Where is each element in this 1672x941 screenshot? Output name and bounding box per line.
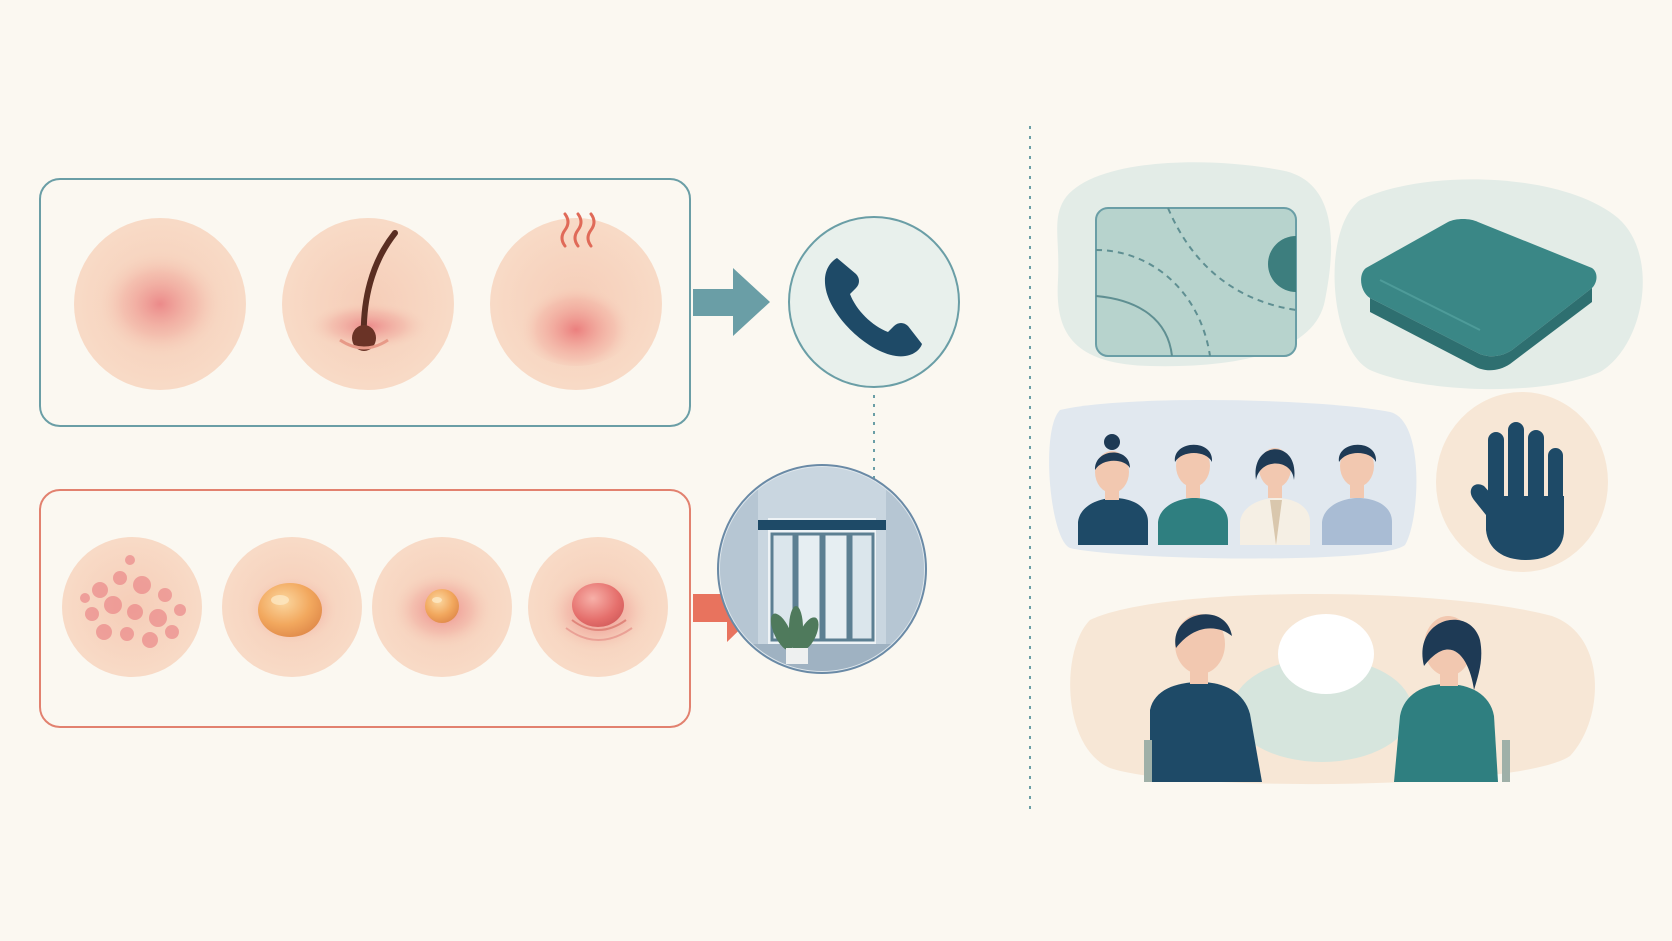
- phone-icon: [824, 258, 922, 357]
- top-symptom-group: [39, 178, 960, 480]
- folded-towel-icon: [1361, 219, 1597, 371]
- stop-hand-card: [1436, 392, 1608, 572]
- ingrown-hair-icon: [282, 218, 454, 390]
- top-arrow-icon: [693, 268, 770, 336]
- pus-bump-icon: [372, 537, 512, 677]
- care-tips-panel: [1049, 162, 1643, 785]
- body-map-card: [1057, 162, 1332, 367]
- care-team-icon: [1078, 434, 1392, 545]
- spreading-rash-icon: [62, 537, 202, 677]
- top-group-frame: [39, 178, 691, 427]
- bottom-symptom-group: [39, 464, 927, 728]
- phone-outcome: [788, 216, 960, 388]
- body-map-icon: [1095, 207, 1297, 357]
- bottom-group-frame: [39, 489, 691, 728]
- consultation-icon: [1144, 614, 1510, 782]
- warm-redness-icon: [490, 212, 662, 390]
- stop-hand-icon: [1470, 422, 1564, 560]
- care-team-card: [1049, 400, 1417, 559]
- folded-towel-card: [1334, 179, 1643, 390]
- consultation-card: [1070, 593, 1595, 785]
- swollen-lump-icon: [528, 537, 668, 677]
- mild-redness-icon: [74, 218, 246, 390]
- large-blister-icon: [222, 537, 362, 677]
- clinic-entrance-icon: [717, 464, 927, 674]
